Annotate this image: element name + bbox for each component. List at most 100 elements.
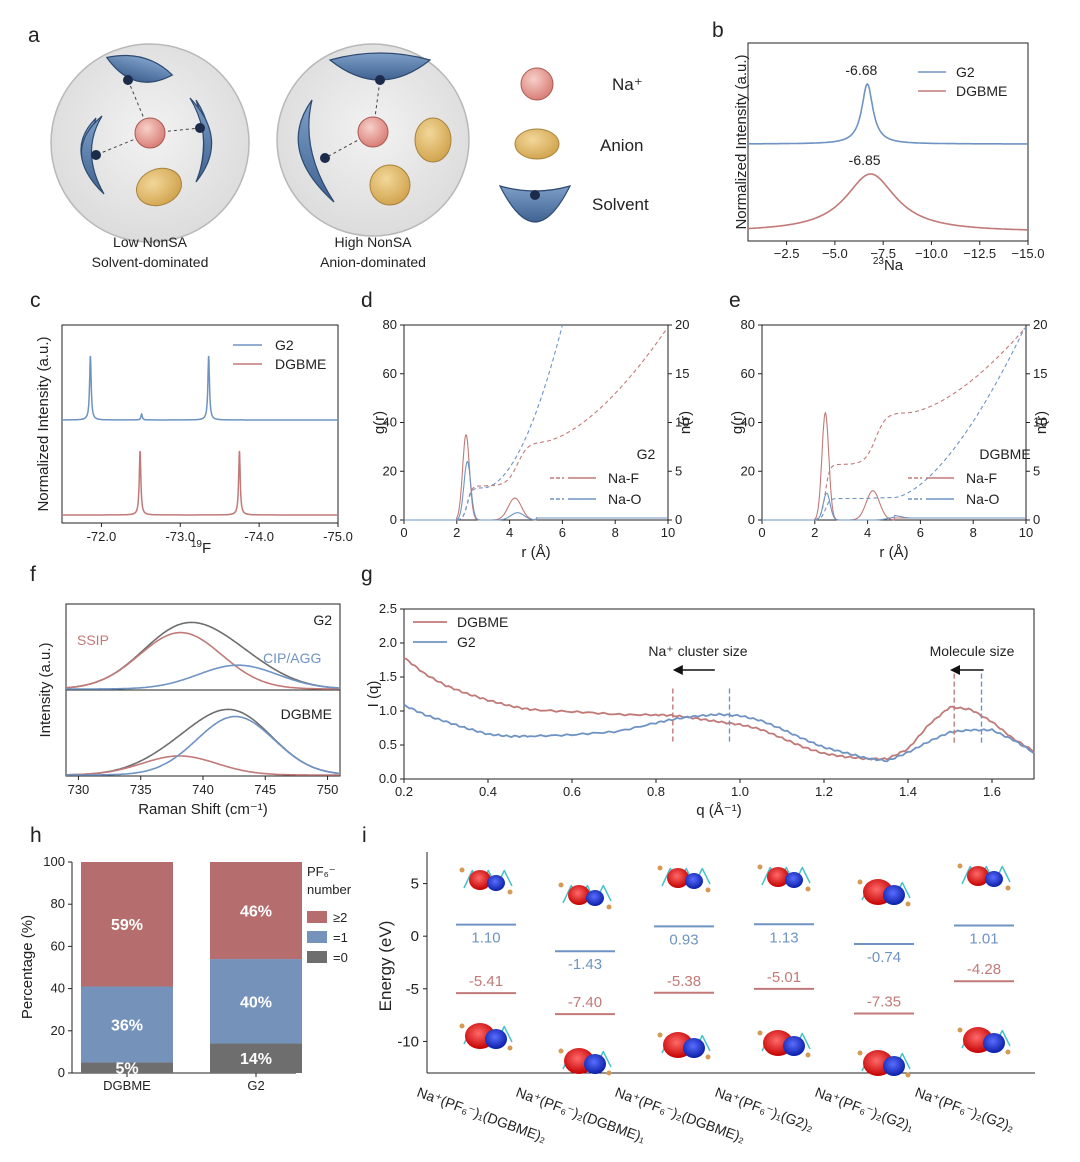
x-tick-label: 0.2 bbox=[395, 784, 413, 799]
atom bbox=[757, 864, 763, 870]
panel-label: b bbox=[712, 19, 724, 42]
x-tick-label: 1.0 bbox=[731, 784, 749, 799]
x-tick-label: -72.0 bbox=[87, 529, 117, 544]
atom bbox=[805, 1052, 811, 1058]
y-tick-label: 20 bbox=[51, 1023, 65, 1038]
x-axis-label: q (Å⁻¹) bbox=[696, 802, 741, 819]
peak-label: -6.68 bbox=[845, 62, 877, 78]
y2-tick-label: 5 bbox=[1033, 463, 1040, 478]
molecule-bond bbox=[602, 1050, 612, 1068]
x-tick-label: -75.0 bbox=[323, 529, 353, 544]
energy-label: -0.74 bbox=[867, 949, 901, 966]
y-tick-label: 60 bbox=[51, 938, 65, 953]
molecule-bond bbox=[503, 869, 513, 887]
atom bbox=[657, 865, 663, 871]
molecule-bond bbox=[701, 1034, 711, 1052]
x-tick-label: −15.0 bbox=[1012, 246, 1045, 261]
bar-value-label: 5% bbox=[115, 1061, 138, 1078]
caption-line1: Low NonSA bbox=[113, 234, 188, 250]
legend-title: PF₆⁻ bbox=[307, 864, 336, 879]
caption-line1: High NonSA bbox=[334, 234, 412, 250]
y-axis-label: Percentage (%) bbox=[19, 915, 36, 1019]
high-nonsa-sphere bbox=[276, 43, 470, 237]
x-tick-label: −5.0 bbox=[822, 246, 848, 261]
subplot-title: DGBME bbox=[979, 446, 1030, 462]
panel-label: c bbox=[30, 289, 41, 312]
anion-icon bbox=[414, 117, 452, 163]
bar-segment bbox=[210, 862, 302, 960]
orbital-isosurface-icon bbox=[757, 1030, 811, 1058]
y-tick-label: 0 bbox=[411, 928, 419, 945]
energy-label: -7.35 bbox=[867, 994, 901, 1011]
x-tick-label: 730 bbox=[68, 782, 90, 797]
annotation-arrowhead bbox=[950, 665, 960, 675]
x-category-label: Na⁺(PF₆⁻)₂(G2)₁ bbox=[813, 1084, 916, 1135]
x-tick-label: DGBME bbox=[103, 1078, 151, 1093]
y2-tick-label: 15 bbox=[1033, 366, 1047, 381]
x-tick-label: −10.0 bbox=[915, 246, 948, 261]
bar-value-label: 14% bbox=[240, 1051, 272, 1068]
legend-label: Na-F bbox=[608, 470, 639, 486]
y2-tick-label: 0 bbox=[675, 512, 682, 527]
nr-line-na-f bbox=[456, 328, 668, 521]
y-tick-label: 5 bbox=[411, 876, 419, 893]
plot-frame bbox=[403, 608, 1035, 780]
y-tick-label: 0 bbox=[390, 512, 397, 527]
energy-label: -5.38 bbox=[667, 973, 701, 990]
atom bbox=[507, 1045, 513, 1051]
solvent-icon bbox=[328, 52, 432, 81]
atom bbox=[606, 1070, 612, 1076]
caption-line2: Solvent-dominated bbox=[92, 254, 209, 270]
panel-label: d bbox=[361, 289, 373, 312]
y2-tick-label: 20 bbox=[675, 317, 689, 332]
y-tick-label: -10 bbox=[397, 1033, 419, 1050]
x-tick-label: 1.2 bbox=[815, 784, 833, 799]
y-tick-label: 2.5 bbox=[379, 601, 397, 616]
legend-label: Na-O bbox=[966, 491, 1000, 507]
molecule-bond bbox=[901, 1052, 911, 1070]
legend-label: Na-O bbox=[608, 491, 642, 507]
legend-label: Anion bbox=[600, 136, 643, 155]
orbital-lobe-negative bbox=[883, 1056, 905, 1076]
atom bbox=[459, 1023, 465, 1029]
y-tick-label: 2.0 bbox=[379, 635, 397, 650]
orbital-lobe-negative bbox=[586, 890, 604, 906]
atom bbox=[705, 887, 711, 893]
orbital-isosurface-icon bbox=[657, 1032, 711, 1060]
orbital-lobe-negative bbox=[685, 873, 703, 889]
orbital-isosurface-icon bbox=[957, 1027, 1011, 1055]
orbital-isosurface-icon bbox=[558, 882, 612, 910]
legend-label: G2 bbox=[275, 337, 294, 353]
y-tick-label: 1.0 bbox=[379, 703, 397, 718]
panel-label: a bbox=[28, 24, 40, 47]
bar-value-label: 36% bbox=[111, 1017, 143, 1034]
x-tick-label: 740 bbox=[192, 782, 214, 797]
x-tick-label: 6 bbox=[559, 525, 566, 540]
series-line-dgbme bbox=[748, 173, 1028, 231]
y-axis-label: Energy (eV) bbox=[376, 921, 395, 1012]
solvent-icon bbox=[105, 54, 174, 83]
y-tick-label: 0 bbox=[58, 1065, 65, 1080]
ssip-fit-line bbox=[65, 631, 339, 690]
orbital-isosurface-icon bbox=[459, 867, 513, 895]
bar-segment bbox=[210, 1043, 302, 1073]
bar-value-label: 59% bbox=[111, 917, 143, 934]
y-tick-label: 60 bbox=[741, 366, 755, 381]
atom bbox=[957, 863, 963, 869]
molecule-bond bbox=[562, 885, 572, 904]
legend-label: =0 bbox=[333, 950, 348, 965]
x-tick-label: 4 bbox=[864, 525, 871, 540]
cip-agg-fit-line bbox=[66, 715, 339, 776]
x-tick-label: 4 bbox=[506, 525, 513, 540]
atom bbox=[757, 1030, 763, 1036]
x-axis-label: r (Å) bbox=[879, 544, 908, 561]
y-tick-label: 100 bbox=[43, 854, 65, 869]
ssip-label: SSIP bbox=[77, 632, 109, 648]
orbital-isosurface-icon bbox=[657, 865, 711, 893]
legend-label: ≥2 bbox=[333, 910, 347, 925]
orbital-isosurface-icon bbox=[757, 864, 811, 892]
energy-label: -5.41 bbox=[469, 973, 503, 990]
